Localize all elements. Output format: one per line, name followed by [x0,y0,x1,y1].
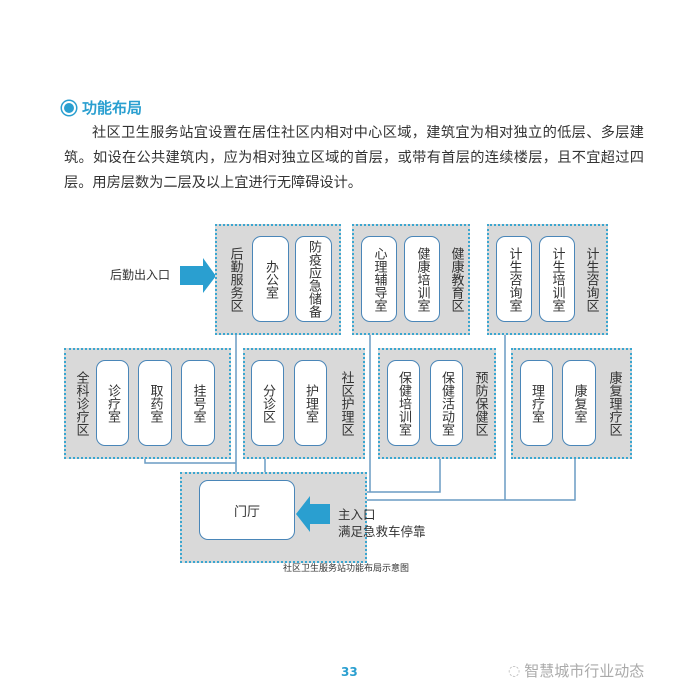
main-entrance-note: 满足急救车停靠 [338,524,426,539]
zone-label: 后勤服务区 [227,246,243,312]
zone-label: 健康教育区 [448,246,464,312]
room: 计生咨询室 [496,236,532,322]
zone-label: 预防保健区 [472,370,488,436]
connector [295,446,576,501]
room: 取药室 [138,360,172,446]
watermark: ◌ 智慧城市行业动态 [508,662,645,680]
zone-label: 计生咨询区 [583,246,599,312]
heading-text: 功能布局 [82,99,143,117]
main-entrance-label: 主入口 [338,507,376,522]
room: 分诊区 [251,360,284,446]
wechat-icon: ◌ [508,662,521,679]
section-heading: 功能布局 [64,97,142,118]
bullet-icon [64,102,74,113]
page-number: 33 [341,665,358,679]
connector [144,458,236,464]
room: 挂号室 [181,360,215,446]
figure-caption: 社区卫生服务站功能布局示意图 [283,564,410,574]
room: 心理辅导室 [361,236,397,322]
room: 诊疗室 [96,360,129,446]
main-arrow-icon [296,496,330,532]
zone-label: 全科诊疗区 [73,370,89,436]
room: 办公室 [252,236,289,322]
room: 计生培训室 [539,236,575,322]
room: 保健活动室 [430,360,463,446]
room: 防疫应急储备 [295,236,332,322]
body-paragraph: 社区卫生服务站宜设置在居住社区内相对中心区域，建筑宜为相对独立的低层、多层建筑。… [64,125,644,191]
room: 保健培训室 [387,360,420,446]
room: 健康培训室 [404,236,440,322]
zone-label: 社区护理区 [338,370,354,436]
service-entrance-label: 后勤出入口 [110,268,171,282]
service-arrow-icon [180,258,216,293]
room: 康复室 [562,360,596,446]
room: 理疗室 [520,360,553,446]
room: 护理室 [294,360,327,446]
lobby-room: 门厅 [199,480,295,540]
zone-label: 康复理疗区 [606,370,622,436]
